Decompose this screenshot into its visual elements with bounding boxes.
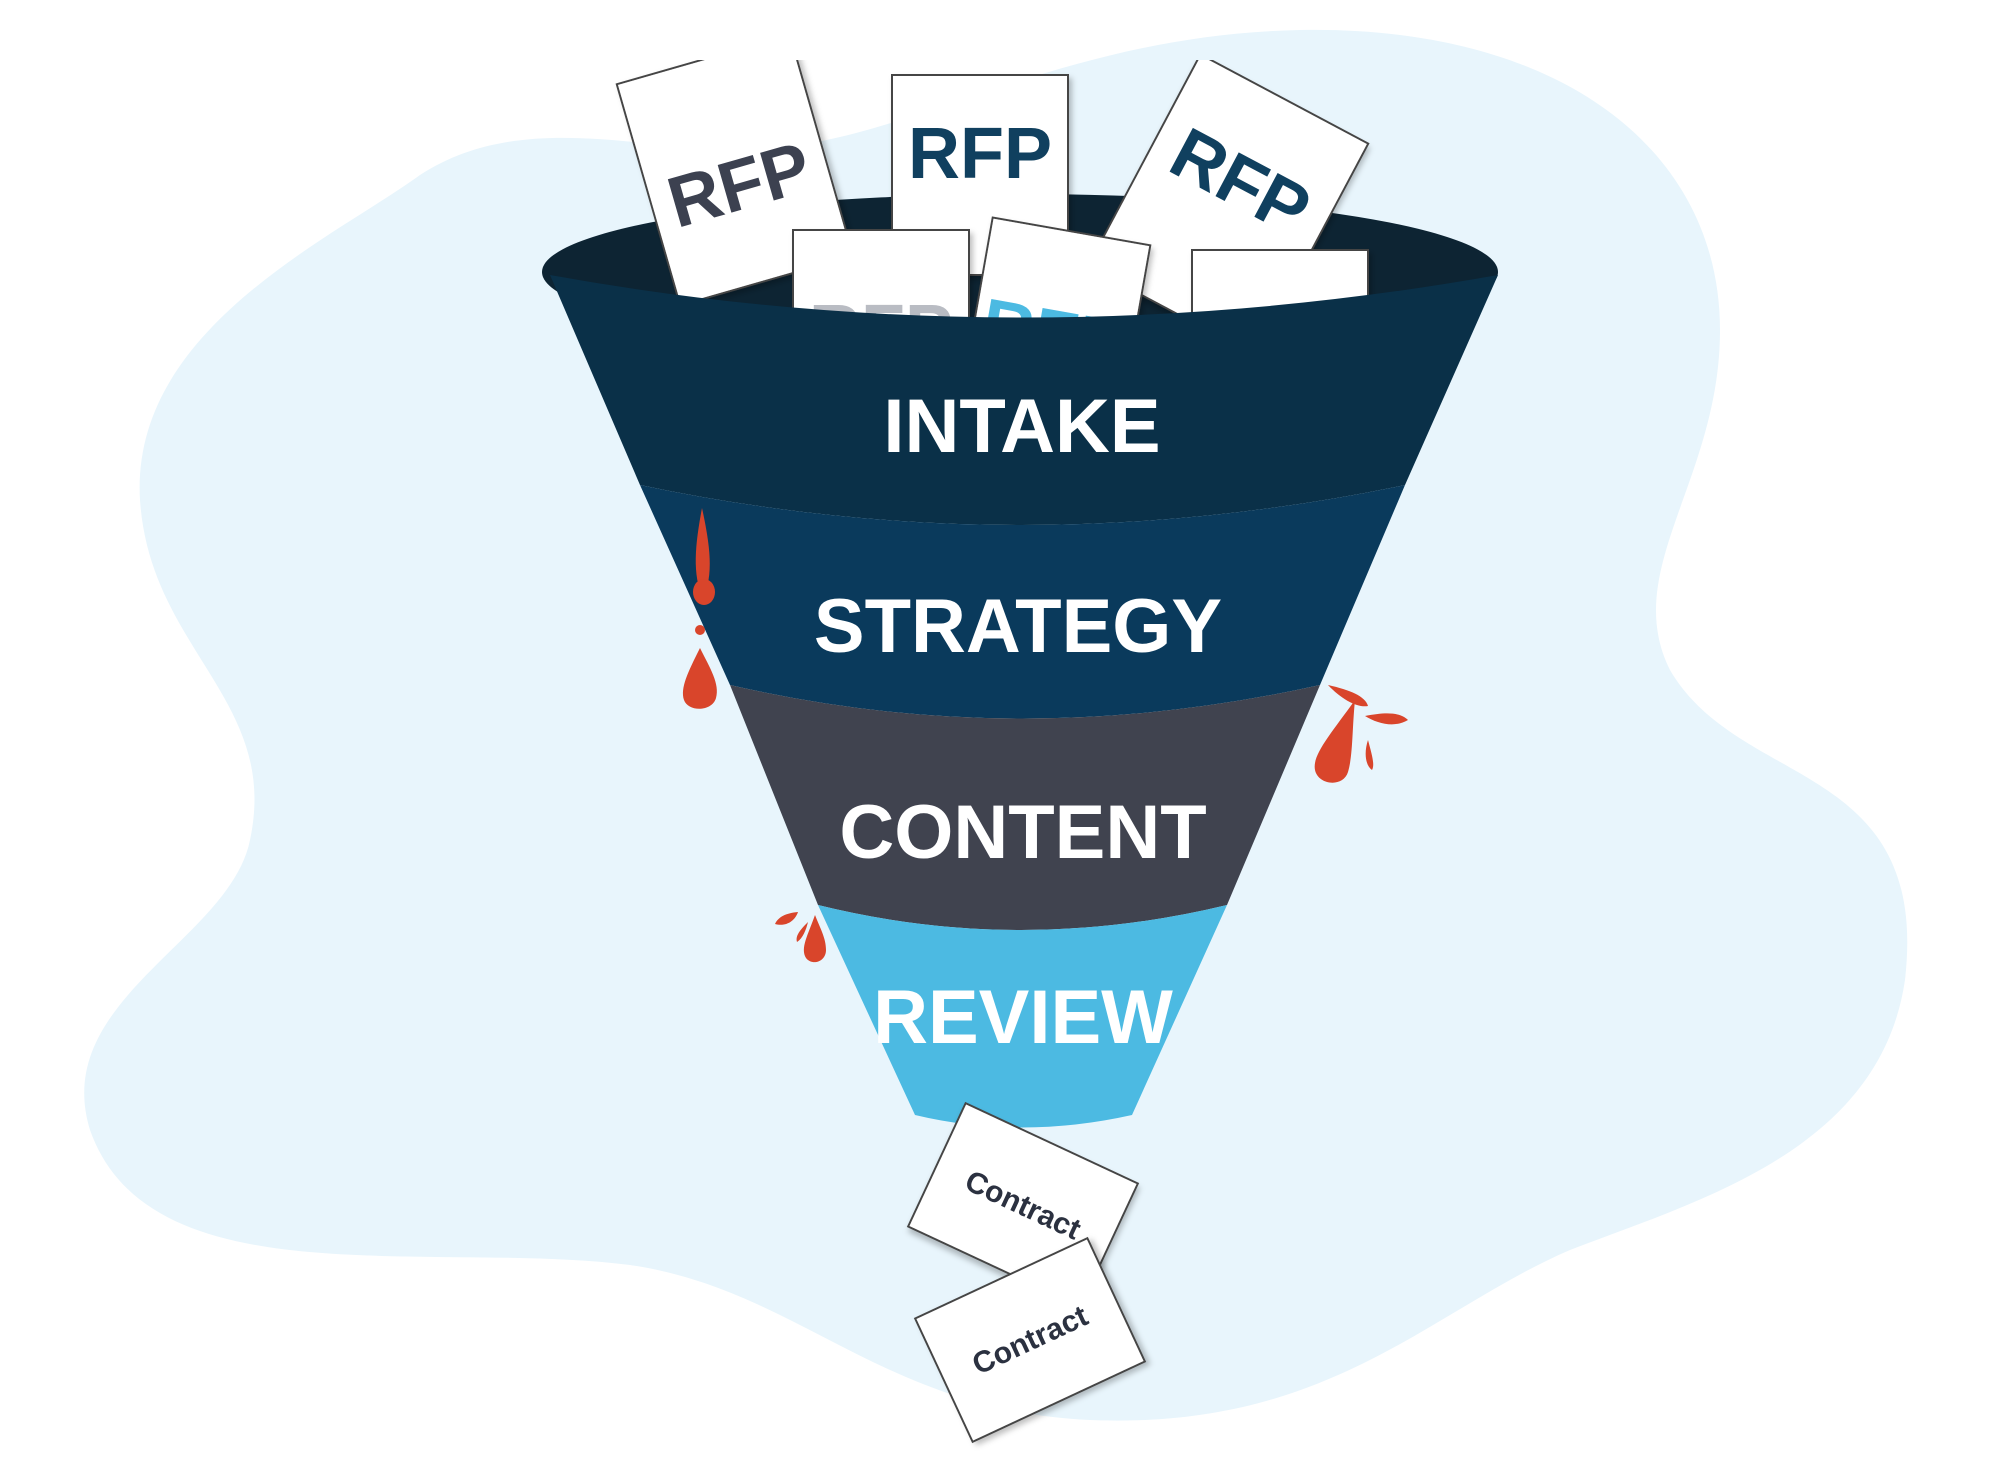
leak-splash-icon (775, 912, 826, 963)
rfp-document: RFP (1086, 60, 1370, 342)
stage-label-content: CONTENT (839, 790, 1206, 875)
contract-document: Contract (913, 1236, 1147, 1444)
stage-label-strategy: STRATEGY (814, 584, 1222, 669)
leak-splash-icon (1314, 685, 1408, 783)
funnel-band-content (730, 685, 1320, 930)
leak-drop-icon (682, 508, 717, 709)
funnel-band-intake (550, 275, 1498, 525)
stage-label-review: REVIEW (873, 975, 1173, 1060)
funnel-band-strategy (640, 485, 1405, 719)
rfp-label: RFP (908, 114, 1052, 194)
stage-label-intake: INTAKE (883, 384, 1160, 469)
funnel-band-review (818, 905, 1227, 1128)
